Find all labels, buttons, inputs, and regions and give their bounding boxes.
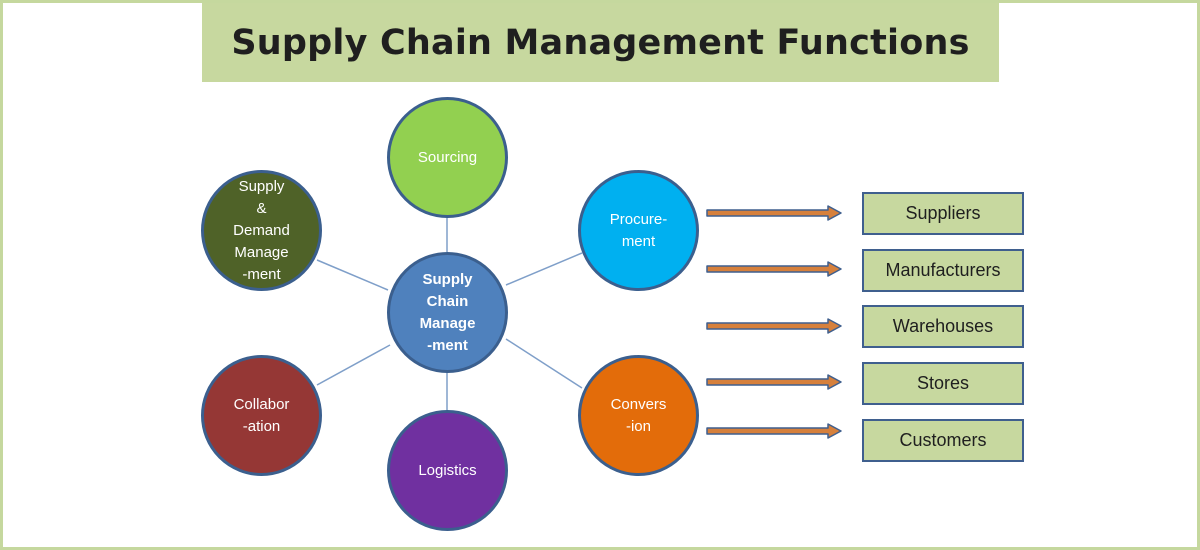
connector-collaboration: [316, 344, 391, 386]
node-conversion: Convers -ion: [578, 355, 699, 476]
procurement-label-line-1: Procure-: [609, 210, 668, 228]
node-supply-demand-management: Supply & Demand Manage -ment: [201, 170, 322, 291]
collaboration-label-line-2: -ation: [242, 417, 281, 435]
box-stores: Stores: [862, 362, 1024, 405]
supply-demand-label-line-1: Supply: [238, 177, 285, 195]
arrow-suppliers-shape: [706, 205, 842, 221]
arrow-warehouses: [706, 318, 842, 334]
arrow-warehouses-shape: [706, 318, 842, 334]
diagram-title: Supply Chain Management Functions: [231, 22, 970, 63]
arrow-suppliers: [706, 205, 842, 221]
node-sourcing: Sourcing: [387, 97, 508, 218]
supply-demand-label-line-5: -ment: [242, 265, 281, 283]
box-customers: Customers: [862, 419, 1024, 462]
node-collaboration: Collabor -ation: [201, 355, 322, 476]
center-label-line-2: Chain: [426, 292, 469, 310]
arrow-manufacturers: [706, 261, 842, 277]
logistics-label: Logistics: [418, 461, 477, 479]
supply-demand-label-line-4: Manage: [234, 243, 289, 261]
connector-supply-demand: [316, 259, 389, 291]
center-label-line-1: Supply: [422, 270, 473, 288]
conversion-label-line-2: -ion: [625, 417, 651, 435]
title-banner: Supply Chain Management Functions: [202, 3, 999, 82]
center-label-line-3: Manage: [419, 314, 476, 332]
box-suppliers: Suppliers: [862, 192, 1024, 235]
supply-demand-label-line-2: &: [256, 199, 267, 217]
arrow-customers-shape: [706, 423, 842, 439]
node-supply-chain-management: Supply Chain Manage -ment: [387, 252, 508, 373]
procurement-label-line-2: ment: [621, 232, 656, 250]
arrow-stores-shape: [706, 374, 842, 390]
node-logistics: Logistics: [387, 410, 508, 531]
conversion-label-line-1: Convers: [610, 395, 667, 413]
sourcing-label: Sourcing: [417, 148, 478, 166]
connector-conversion: [505, 338, 583, 389]
arrow-stores: [706, 374, 842, 390]
node-procurement: Procure- ment: [578, 170, 699, 291]
arrow-customers: [706, 423, 842, 439]
supply-demand-label-line-3: Demand: [233, 221, 290, 239]
connector-procurement: [505, 252, 583, 286]
box-manufacturers: Manufacturers: [862, 249, 1024, 292]
box-warehouses: Warehouses: [862, 305, 1024, 348]
collaboration-label-line-1: Collabor: [233, 395, 290, 413]
arrow-manufacturers-shape: [706, 261, 842, 277]
center-label-line-4: -ment: [427, 336, 468, 354]
